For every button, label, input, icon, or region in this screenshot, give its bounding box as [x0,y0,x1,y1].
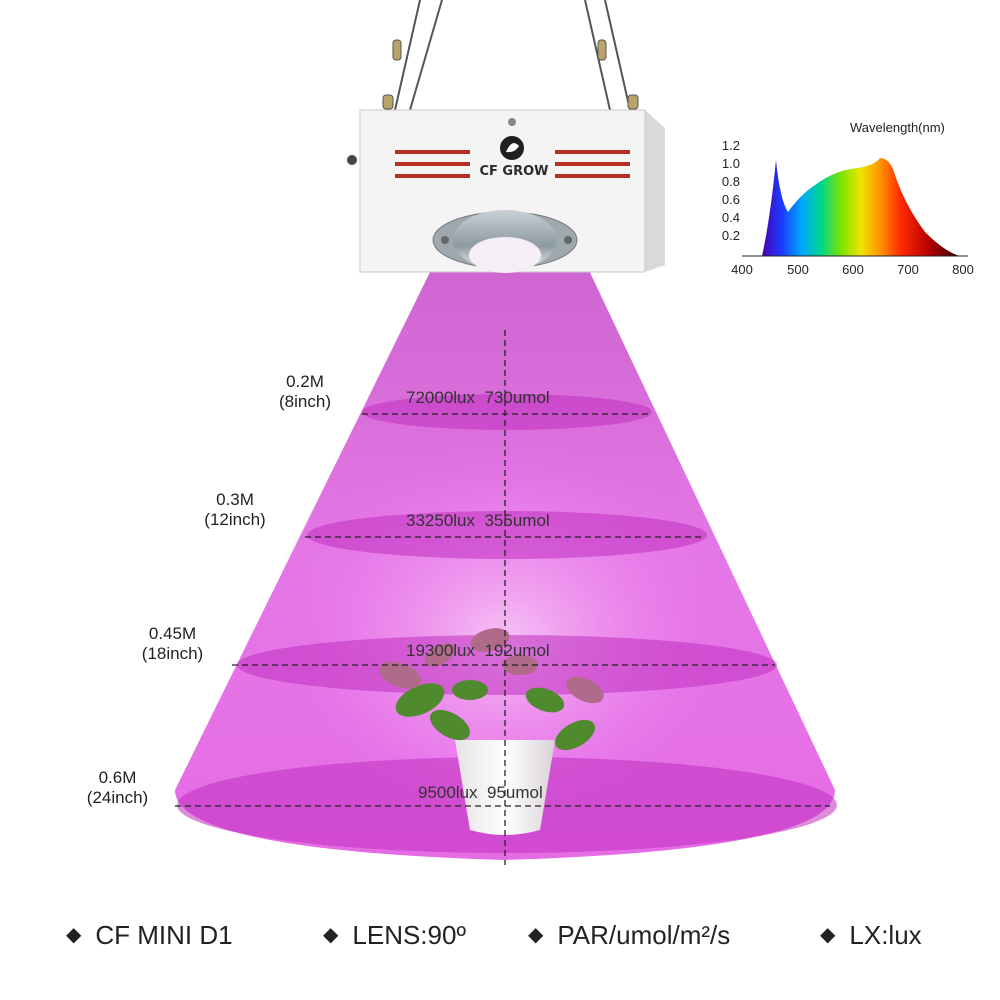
leaf-logo-icon [500,136,524,160]
legend-item-lens: ◆ LENS:90º [323,920,466,951]
distance-label-0-45m: 0.45M (18inch) [125,624,220,664]
reading-0-6m: 9500lux 95umol [418,783,543,803]
x-tick: 500 [787,262,809,277]
vent-right-icon [555,150,630,178]
guide-lines [175,330,830,865]
distance-meters: 0.45M [148,624,197,643]
diamond-bullet-icon: ◆ [820,924,836,946]
legend-label: PAR/umol/m²/s [557,920,731,950]
x-tick: 700 [897,262,919,277]
wire-clips [382,39,639,110]
spectrum-title: Wavelength(nm) [850,120,945,135]
fixture [347,109,665,273]
legend-label: CF MINI D1 [95,920,233,950]
lux-value: 72000lux [406,388,476,407]
lux-value: 9500lux [418,783,478,802]
distance-meters: 0.2M [286,372,324,391]
legend-item-lux: ◆ LX:lux [820,920,922,951]
lux-value: 19300lux [406,641,476,660]
y-tick: 1.2 [721,138,740,153]
cob-lens-icon [432,210,578,273]
diamond-bullet-icon: ◆ [528,924,544,946]
ppfd-value: 192umol [484,641,550,660]
ring-0-3m [307,511,707,559]
vent-left-icon [395,150,470,178]
reading-0-45m: 19300lux 192umol [406,641,550,661]
legend-item-model: ◆ CF MINI D1 [66,920,233,951]
x-tick: 600 [842,262,864,277]
legend-label: LENS:90º [352,920,466,950]
x-tick: 800 [952,262,974,277]
ppfd-value: 355umol [484,511,550,530]
distance-label-0-2m: 0.2M (8inch) [260,372,350,412]
legend-label: LX:lux [849,920,922,950]
spectrum-plot [742,158,968,257]
distance-meters: 0.6M [98,768,137,787]
diamond-bullet-icon: ◆ [323,924,339,946]
distance-inches: (8inch) [279,392,331,411]
distance-inches: (12inch) [204,510,266,529]
y-tick: 0.6 [721,192,740,207]
hanging-wires [394,0,631,111]
reading-0-3m: 33250lux 355umol [406,511,550,531]
legend: ◆ CF MINI D1 ◆ LENS:90º ◆ PAR/umol/m²/s ◆ LX… [0,920,1000,960]
distance-inches: (18inch) [141,644,204,663]
ppfd-value: 730umol [484,388,550,407]
brand-label: CF GROW [479,164,549,179]
distance-label-0-6m: 0.6M (24inch) [70,768,165,808]
y-tick: 0.4 [721,210,740,225]
lux-value: 33250lux [406,511,476,530]
y-tick: 0.8 [721,174,740,189]
distance-inches: (24inch) [86,788,149,807]
x-tick: 400 [731,262,753,277]
distance-meters: 0.3M [216,490,254,509]
y-tick: 0.2 [721,228,740,243]
y-tick: 1.0 [721,156,740,171]
potted-plant-icon [378,628,604,835]
distance-label-0-3m: 0.3M (12inch) [190,490,280,530]
ring-0-2m [362,394,652,430]
diamond-bullet-icon: ◆ [66,924,82,946]
ppfd-value: 95umol [487,783,543,802]
spectrum-curve [762,158,960,256]
legend-item-par: ◆ PAR/umol/m²/s [528,920,730,951]
spectrum-panel: Wavelength(nm) 1.2 1.0 0.8 0.6 0.4 0.2 4… [700,112,990,290]
reading-0-2m: 72000lux 730umol [406,388,550,408]
